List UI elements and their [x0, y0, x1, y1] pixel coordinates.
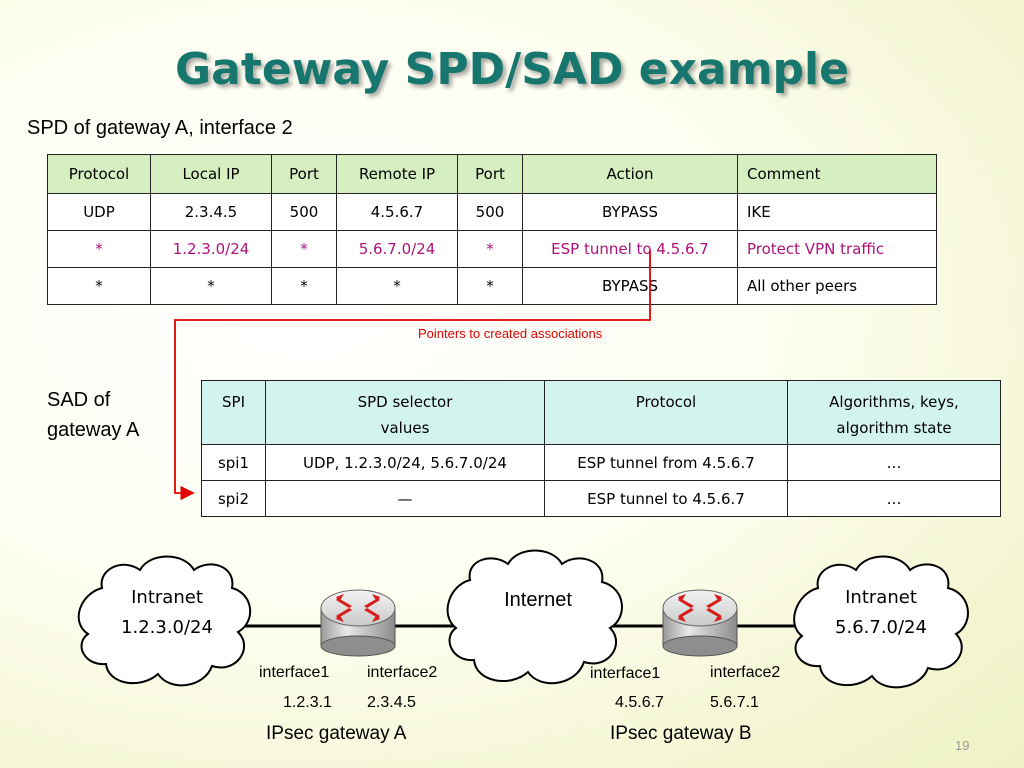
sad-header-row: SPI SPD selector values Protocol Algorit…: [201, 380, 1001, 445]
sad-caption: SAD of gateway A: [47, 385, 139, 445]
gw-a-if2-ip: 2.3.4.5: [367, 694, 416, 711]
sad-cell: …: [787, 444, 1001, 481]
sad-row-spi1: spi1 UDP, 1.2.3.0/24, 5.6.7.0/24 ESP tun…: [201, 444, 1001, 481]
spd-header-comment: Comment: [737, 154, 937, 194]
intranet-a-line2: 1.2.3.0/24: [121, 617, 213, 638]
slide-title: Gateway SPD/SAD example: [175, 44, 849, 95]
sad-caption-line2: gateway A: [47, 419, 140, 441]
pointer-note: Pointers to created associations: [418, 326, 603, 341]
spd-table: Protocol Local IP Port Remote IP Port Ac…: [47, 154, 937, 305]
spd-cell: *: [47, 267, 151, 305]
sad-caption-line1: SAD of: [47, 389, 111, 411]
cloud-internet: [446, 549, 623, 685]
sad-header-alg-line2: algorithm state: [836, 419, 952, 437]
intranet-a-line1: Intranet: [131, 587, 203, 608]
network-diagram: [77, 549, 969, 689]
sad-header-protocol: Protocol: [544, 380, 788, 445]
gw-b-if1-name: interface1: [590, 665, 661, 682]
spd-cell: *: [271, 230, 337, 268]
gateway-b-label: IPsec gateway B: [610, 723, 752, 744]
sad-cell: —: [265, 480, 545, 517]
spd-header-row: Protocol Local IP Port Remote IP Port Ac…: [47, 154, 937, 194]
sad-header-spi: SPI: [201, 380, 266, 445]
intranet-a-label: Intranet 1.2.3.0/24: [104, 583, 230, 643]
intranet-b-line1: Intranet: [845, 587, 917, 608]
sad-cell: spi2: [201, 480, 266, 517]
sad-header-selector-line2: values: [380, 419, 430, 437]
sad-cell: ESP tunnel to 4.5.6.7: [544, 480, 788, 517]
spd-cell: ESP tunnel to 4.5.6.7: [522, 230, 738, 268]
sad-table: SPI SPD selector values Protocol Algorit…: [201, 380, 1001, 517]
spd-cell: 4.5.6.7: [336, 193, 458, 231]
spd-row-ike: UDP 2.3.4.5 500 4.5.6.7 500 BYPASS IKE: [47, 193, 937, 231]
spd-header-local-port: Port: [271, 154, 337, 194]
gw-b-if1-ip: 4.5.6.7: [615, 694, 664, 711]
spd-cell: IKE: [737, 193, 937, 231]
internet-label: Internet: [504, 589, 572, 611]
spd-cell: 2.3.4.5: [150, 193, 272, 231]
sad-cell: UDP, 1.2.3.0/24, 5.6.7.0/24: [265, 444, 545, 481]
cloud-intranet-b: [793, 555, 969, 689]
spd-header-action: Action: [522, 154, 738, 194]
sad-header-selector-line1: SPD selector: [357, 393, 453, 411]
gw-a-if1-ip: 1.2.3.1: [283, 694, 332, 711]
spd-cell: 1.2.3.0/24: [150, 230, 272, 268]
sad-row-spi2: spi2 — ESP tunnel to 4.5.6.7 …: [201, 480, 1001, 517]
gw-b-if2-ip: 5.6.7.1: [710, 694, 759, 711]
spd-cell: BYPASS: [522, 267, 738, 305]
sad-cell: ESP tunnel from 4.5.6.7: [544, 444, 788, 481]
spd-row-other: * * * * * BYPASS All other peers: [47, 267, 937, 305]
gateway-a-label: IPsec gateway A: [266, 723, 407, 744]
spd-row-vpn: * 1.2.3.0/24 * 5.6.7.0/24 * ESP tunnel t…: [47, 230, 937, 268]
spd-cell: 5.6.7.0/24: [336, 230, 458, 268]
gw-a-if2-name: interface2: [367, 664, 438, 681]
spd-cell: UDP: [47, 193, 151, 231]
sad-header-algorithms: Algorithms, keys, algorithm state: [787, 380, 1001, 445]
sad-header-selector: SPD selector values: [265, 380, 545, 445]
cloud-intranet-a: [77, 555, 252, 687]
spd-cell: *: [271, 267, 337, 305]
sad-header-alg-line1: Algorithms, keys,: [829, 393, 959, 411]
spd-cell: *: [457, 267, 523, 305]
spd-header-remote-ip: Remote IP: [336, 154, 458, 194]
intranet-b-label: Intranet 5.6.7.0/24: [818, 583, 944, 643]
sad-cell: …: [787, 480, 1001, 517]
spd-cell: *: [336, 267, 458, 305]
spd-cell: BYPASS: [522, 193, 738, 231]
spd-cell: Protect VPN traffic: [737, 230, 937, 268]
spd-header-local-ip: Local IP: [150, 154, 272, 194]
gw-b-if2-name: interface2: [710, 664, 781, 681]
gw-a-if1-name: interface1: [259, 664, 330, 681]
sad-cell: spi1: [201, 444, 266, 481]
spd-cell: *: [150, 267, 272, 305]
intranet-b-line2: 5.6.7.0/24: [835, 617, 927, 638]
spd-cell: All other peers: [737, 267, 937, 305]
router-a-icon: [320, 589, 396, 657]
page-number: 19: [955, 738, 970, 753]
spd-header-remote-port: Port: [457, 154, 523, 194]
spd-caption: SPD of gateway A, interface 2: [27, 117, 293, 139]
router-b-icon: [662, 589, 738, 657]
